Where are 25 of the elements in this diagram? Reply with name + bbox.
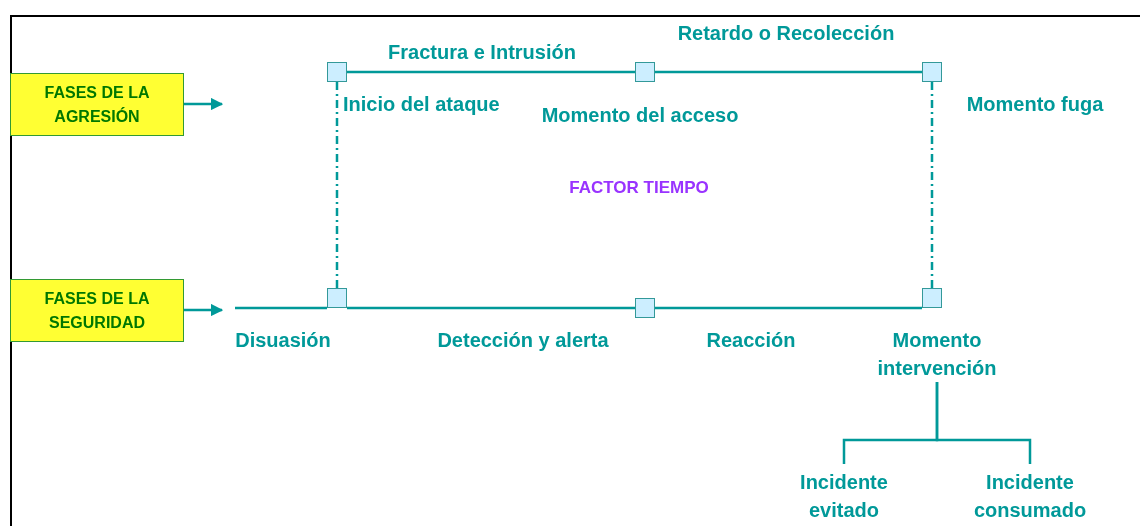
time-marker-square: [327, 62, 347, 82]
connector-line: [347, 70, 635, 74]
dash-dot-line: [335, 82, 339, 288]
arrow: [184, 303, 224, 317]
stage-label: Momento intervención: [862, 326, 1012, 382]
time-point-label: Momento fuga: [965, 92, 1105, 117]
connector-line: [235, 306, 327, 310]
time-marker-square: [635, 62, 655, 82]
dash-dot-line: [930, 82, 934, 288]
stage-label: Incidente evitado: [784, 468, 904, 524]
time-marker-square: [635, 298, 655, 318]
phase-box: FASES DE LA AGRESIÓN: [10, 73, 184, 136]
stage-label: Incidente consumado: [955, 468, 1105, 524]
time-point-label: Inicio del ataque: [343, 92, 501, 117]
arrow: [184, 97, 224, 111]
connector-line: [935, 382, 1032, 464]
connector-line: [347, 306, 635, 310]
time-marker-square: [922, 62, 942, 82]
time-marker-square: [922, 288, 942, 308]
center-note: FACTOR TIEMPO: [569, 178, 709, 198]
connector-line: [655, 70, 922, 74]
time-point-label: Momento del acceso: [540, 103, 740, 128]
time-marker-square: [327, 288, 347, 308]
connector-line: [655, 306, 922, 310]
phase-box: FASES DE LA SEGURIDAD: [10, 279, 184, 342]
